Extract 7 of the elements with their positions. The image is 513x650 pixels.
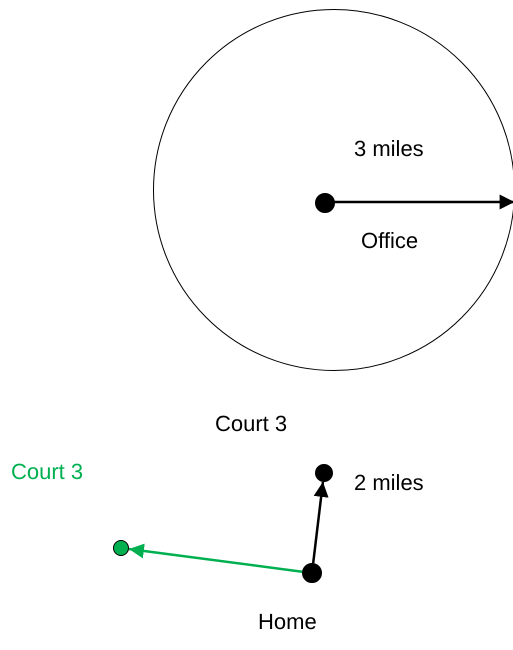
place-label: Court 3 <box>215 411 288 437</box>
arrow <box>312 482 329 564</box>
arrow <box>128 544 302 573</box>
arrow <box>334 194 513 210</box>
place-label: Office <box>361 228 418 254</box>
place-label: Home <box>258 609 317 635</box>
place-label: Court 3 <box>11 459 84 485</box>
